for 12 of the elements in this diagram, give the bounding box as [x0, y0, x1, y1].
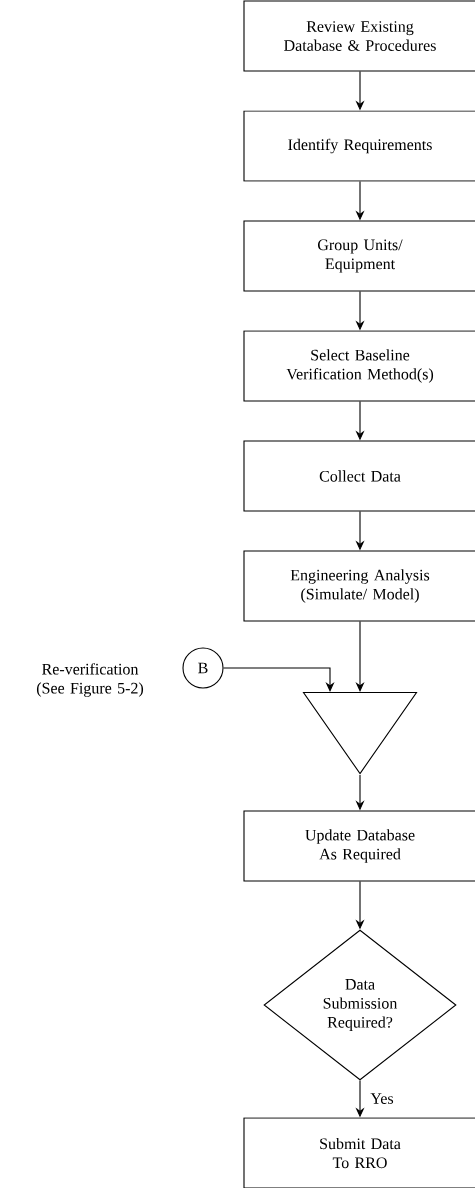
- process-box: Select Baseline Verification Method(s): [243, 330, 475, 402]
- process-box: Collect Data: [243, 440, 475, 512]
- process-box: Update Database As Required: [243, 810, 475, 882]
- process-box: Engineering Analysis (Simulate/ Model): [243, 550, 475, 622]
- process-box: Submit Data To RRO: [243, 1117, 475, 1188]
- arrow: [223, 667, 335, 692]
- note-text: Re-verification (See Figure 5-2): [36, 663, 144, 697]
- process-box: Group Units/ Equipment: [243, 220, 475, 292]
- process-box: Identify Requirements: [243, 110, 475, 182]
- process-box: Review Existing Database & Procedures: [243, 0, 475, 72]
- edge-label: Yes: [370, 1093, 394, 1104]
- merge-triangle: [302, 692, 418, 775]
